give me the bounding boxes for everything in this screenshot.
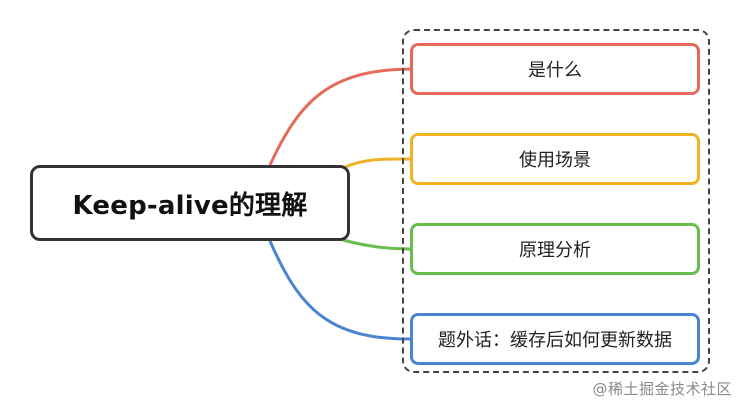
root-node[interactable]: Keep-alive的理解	[30, 165, 350, 241]
watermark: @稀土掘金技术社区	[592, 380, 732, 398]
connector-line-what-is	[268, 67, 411, 166]
child-node-use-cases[interactable]: 使用场景	[410, 133, 700, 185]
children-group-frame	[402, 29, 710, 373]
connector-line-use-cases	[342, 157, 411, 170]
child-node-label: 题外话：缓存后如何更新数据	[438, 330, 672, 351]
child-node-principle[interactable]: 原理分析	[410, 223, 700, 275]
root-node-label: Keep-alive的理解	[72, 190, 308, 221]
child-node-label: 原理分析	[519, 240, 591, 261]
connector-line-extra-topic	[268, 240, 411, 341]
connector-line-principle	[342, 238, 411, 251]
child-node-extra-topic[interactable]: 题外话：缓存后如何更新数据	[410, 313, 700, 365]
child-node-what-is[interactable]: 是什么	[410, 43, 700, 95]
child-node-label: 是什么	[528, 60, 582, 81]
child-node-label: 使用场景	[519, 150, 591, 171]
